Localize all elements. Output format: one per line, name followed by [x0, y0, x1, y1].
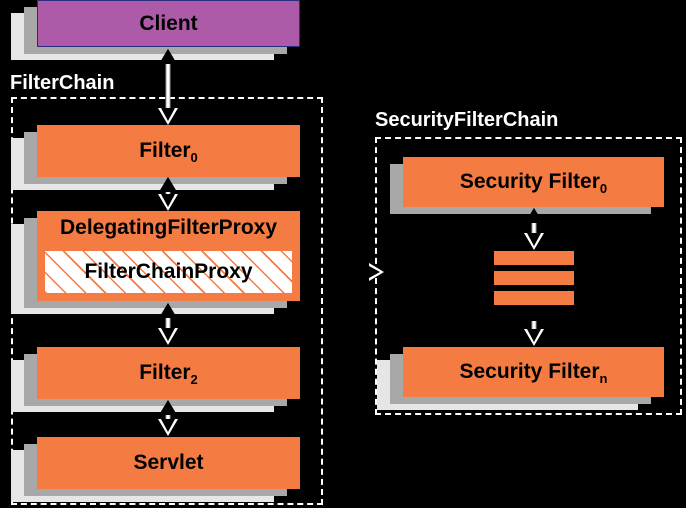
servlet-label: Servlet — [133, 451, 204, 474]
filter-0-face: Filter0 — [37, 125, 300, 177]
security-filter-n-label: Security Filtern — [459, 360, 608, 386]
node-security-filter-n[interactable]: Security Filtern — [377, 347, 664, 410]
client-face: Client — [37, 0, 300, 47]
filter-2-face: Filter2 — [37, 347, 300, 399]
security-filter-n-face: Security Filtern — [403, 347, 664, 397]
connector-dfp-filter2 — [152, 301, 184, 347]
connector-client-filter0 — [152, 47, 184, 125]
connector-sf0-ellipsis — [518, 207, 550, 251]
client-label: Client — [139, 11, 198, 35]
node-filter-0[interactable]: Filter0 — [11, 125, 300, 190]
security-filter-chain-label: SecurityFilterChain — [375, 109, 559, 131]
connector-ellipsis-sfn — [518, 305, 550, 347]
filter-2-label: Filter2 — [139, 361, 198, 387]
dfp-face: DelegatingFilterProxy FilterChainProxy — [37, 211, 300, 301]
node-security-filter-0[interactable]: Security Filter0 — [390, 157, 664, 214]
dfp-title: DelegatingFilterProxy — [59, 216, 278, 239]
node-delegating-filter-proxy[interactable]: DelegatingFilterProxy FilterChainProxy — [11, 211, 300, 314]
ellipsis-bar-3 — [494, 291, 574, 305]
connector-filter2-servlet — [152, 399, 184, 437]
security-filter-0-label: Security Filter0 — [459, 170, 608, 196]
filter-chain-proxy-box[interactable]: FilterChainProxy — [43, 249, 294, 295]
ellipsis-bar-1 — [494, 251, 574, 265]
filter-0-label: Filter0 — [139, 139, 198, 165]
chain-link-arrow-icon — [369, 263, 384, 281]
ellipsis-bar-2 — [494, 271, 574, 285]
node-filter-2[interactable]: Filter2 — [11, 347, 300, 412]
servlet-face: Servlet — [37, 437, 300, 489]
node-servlet[interactable]: Servlet — [11, 437, 300, 502]
filter-chain-proxy-label: FilterChainProxy — [84, 260, 253, 283]
security-filter-0-face: Security Filter0 — [403, 157, 664, 207]
node-client[interactable]: Client — [11, 0, 300, 60]
connector-filter0-dfp — [152, 177, 184, 211]
filter-chain-label: FilterChain — [10, 72, 115, 94]
